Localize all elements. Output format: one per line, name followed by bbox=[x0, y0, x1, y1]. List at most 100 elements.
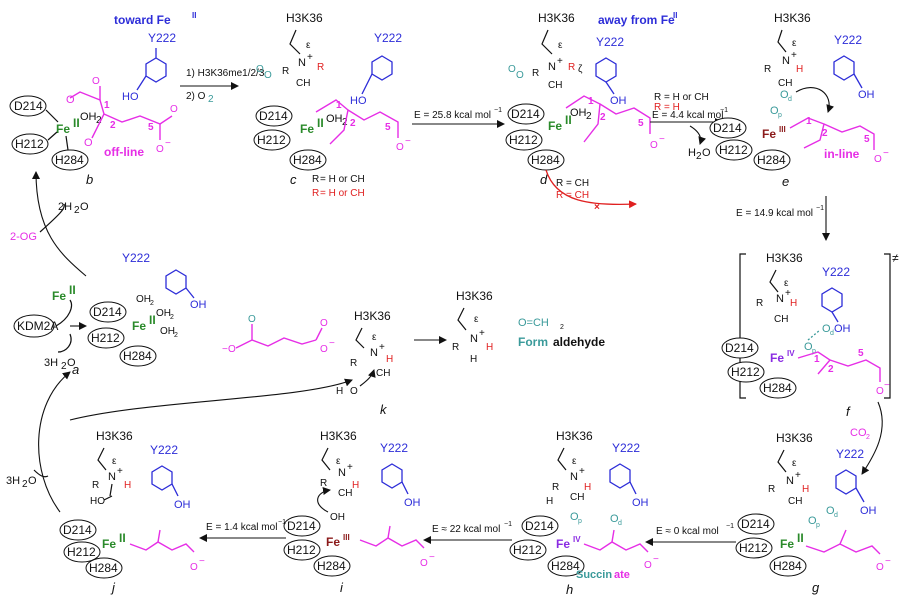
svg-text:2: 2 bbox=[696, 151, 702, 162]
fe-a: Fe bbox=[132, 319, 146, 333]
structure-j: H3K36 ε N + R H HO Y222 OH D214 H212 H28… bbox=[59, 429, 205, 595]
svg-text:d: d bbox=[834, 512, 838, 519]
svg-text:−: − bbox=[653, 554, 659, 565]
svg-text:ε: ε bbox=[336, 456, 341, 467]
svg-text:O: O bbox=[874, 154, 882, 165]
svg-text:2: 2 bbox=[586, 111, 592, 122]
svg-text:O: O bbox=[170, 104, 178, 115]
svg-text:H: H bbox=[802, 484, 809, 495]
svg-text:1: 1 bbox=[588, 96, 594, 107]
fe-c: Fe bbox=[300, 122, 314, 136]
y222-b: Y222 bbox=[148, 31, 176, 45]
svg-text:R: R bbox=[552, 482, 559, 493]
svg-text:H: H bbox=[790, 298, 797, 309]
svg-text:2: 2 bbox=[150, 300, 154, 307]
svg-text:OH: OH bbox=[610, 95, 627, 107]
svg-text:N: N bbox=[570, 471, 578, 483]
svg-text:+: + bbox=[347, 462, 353, 473]
h284-h: H284 bbox=[551, 559, 580, 573]
svg-text:OH: OH bbox=[326, 113, 343, 125]
svg-text:R: R bbox=[320, 478, 327, 489]
svg-text:R: R bbox=[452, 342, 459, 353]
h3k36-i: H3K36 bbox=[320, 429, 357, 443]
y222-i: Y222 bbox=[380, 441, 408, 455]
structure-k: H3K36 ε N + R H CH H O k bbox=[336, 309, 393, 417]
svg-text:R = CH: R = CH bbox=[556, 190, 589, 201]
svg-text:O: O bbox=[320, 344, 328, 355]
structure-g: H3K36 ε N + R H CH Y222 OH O p O d D214 … bbox=[735, 431, 891, 595]
d214-f: D214 bbox=[725, 341, 754, 355]
svg-text:2: 2 bbox=[74, 205, 80, 216]
d214-a: D214 bbox=[93, 305, 122, 319]
svg-text:+: + bbox=[117, 466, 123, 477]
svg-text:2: 2 bbox=[866, 434, 870, 441]
h284-a: H284 bbox=[123, 349, 152, 363]
energy-d-e: E = 4.4 kcal mol bbox=[652, 110, 723, 121]
svg-text:R = H or CH: R = H or CH bbox=[654, 92, 709, 103]
svg-text:H: H bbox=[486, 342, 493, 353]
svg-text:R: R bbox=[317, 62, 324, 73]
svg-text:O: O bbox=[876, 386, 884, 397]
d214-c: D214 bbox=[259, 109, 288, 123]
svg-text:II: II bbox=[317, 116, 324, 130]
svg-text:+: + bbox=[307, 52, 313, 63]
svg-text:R = H: R = H bbox=[654, 102, 680, 113]
label-a: a bbox=[72, 362, 79, 377]
arrow-g-h: E ≈ 0 kcal mol −1 bbox=[645, 523, 736, 546]
h284-e: H284 bbox=[757, 153, 786, 167]
label-j: j bbox=[110, 580, 116, 595]
h212-a: H212 bbox=[91, 331, 120, 345]
arrow-j-a: 3H 2 O bbox=[6, 371, 71, 513]
svg-text:R: R bbox=[312, 174, 319, 185]
svg-text:H: H bbox=[470, 354, 477, 365]
h3k36-c: H3K36 bbox=[286, 11, 323, 25]
svg-text:aldehyde: aldehyde bbox=[553, 335, 605, 349]
svg-text:CH: CH bbox=[338, 488, 352, 499]
h212-j: H212 bbox=[67, 545, 96, 559]
svg-text:O: O bbox=[228, 344, 236, 355]
svg-text:R: R bbox=[350, 358, 357, 369]
h3k36-product: H3K36 bbox=[456, 289, 493, 303]
svg-text:ate: ate bbox=[614, 569, 630, 581]
svg-text:5: 5 bbox=[864, 134, 870, 145]
succinate-release: O − O O O − bbox=[69, 314, 353, 421]
h284-d: H284 bbox=[531, 153, 560, 167]
svg-text:+: + bbox=[785, 288, 791, 299]
svg-text:O: O bbox=[876, 562, 884, 573]
svg-text:+: + bbox=[379, 342, 385, 353]
svg-text:2: 2 bbox=[170, 314, 174, 321]
svg-text:O: O bbox=[28, 475, 37, 487]
succinate-label: Succin bbox=[576, 569, 612, 581]
structure-b: toward Fe II Y222 HO D214 H212 H284 Fe I… bbox=[9, 11, 196, 187]
svg-text:H: H bbox=[546, 496, 553, 507]
svg-text:OH: OH bbox=[174, 499, 191, 511]
svg-text:2: 2 bbox=[828, 364, 834, 375]
svg-text:II: II bbox=[73, 116, 80, 130]
h212-c: H212 bbox=[257, 133, 286, 147]
svg-text:d: d bbox=[618, 520, 622, 527]
svg-text:ε: ε bbox=[792, 458, 797, 469]
svg-text:2: 2 bbox=[22, 479, 28, 490]
svg-text:p: p bbox=[778, 112, 782, 119]
h3k36-f: H3K36 bbox=[766, 251, 803, 265]
arrow-e-f: E = 14.9 kcal mol −1 bbox=[736, 196, 830, 241]
svg-text:N: N bbox=[776, 293, 784, 305]
fe-b: Fe bbox=[56, 122, 70, 136]
svg-text:O: O bbox=[644, 560, 652, 571]
svg-text:CH: CH bbox=[788, 496, 802, 507]
svg-text:II: II bbox=[69, 283, 76, 297]
label-k: k bbox=[380, 402, 388, 417]
d214-j: D214 bbox=[63, 523, 92, 537]
svg-text:OH: OH bbox=[190, 299, 207, 311]
arrow-a-b: 2-OG 2H 2 O bbox=[10, 171, 89, 277]
svg-text:= H or CH: = H or CH bbox=[320, 188, 365, 199]
label-h: h bbox=[566, 582, 573, 597]
h284-f: H284 bbox=[763, 381, 792, 395]
svg-text:CH: CH bbox=[774, 314, 788, 325]
svg-text:5: 5 bbox=[858, 348, 864, 359]
svg-text:2H: 2H bbox=[58, 201, 72, 213]
svg-text:d: d bbox=[830, 330, 834, 337]
h212-b: H212 bbox=[15, 137, 44, 151]
svg-text:II: II bbox=[797, 531, 804, 545]
svg-text:CH: CH bbox=[570, 492, 584, 503]
